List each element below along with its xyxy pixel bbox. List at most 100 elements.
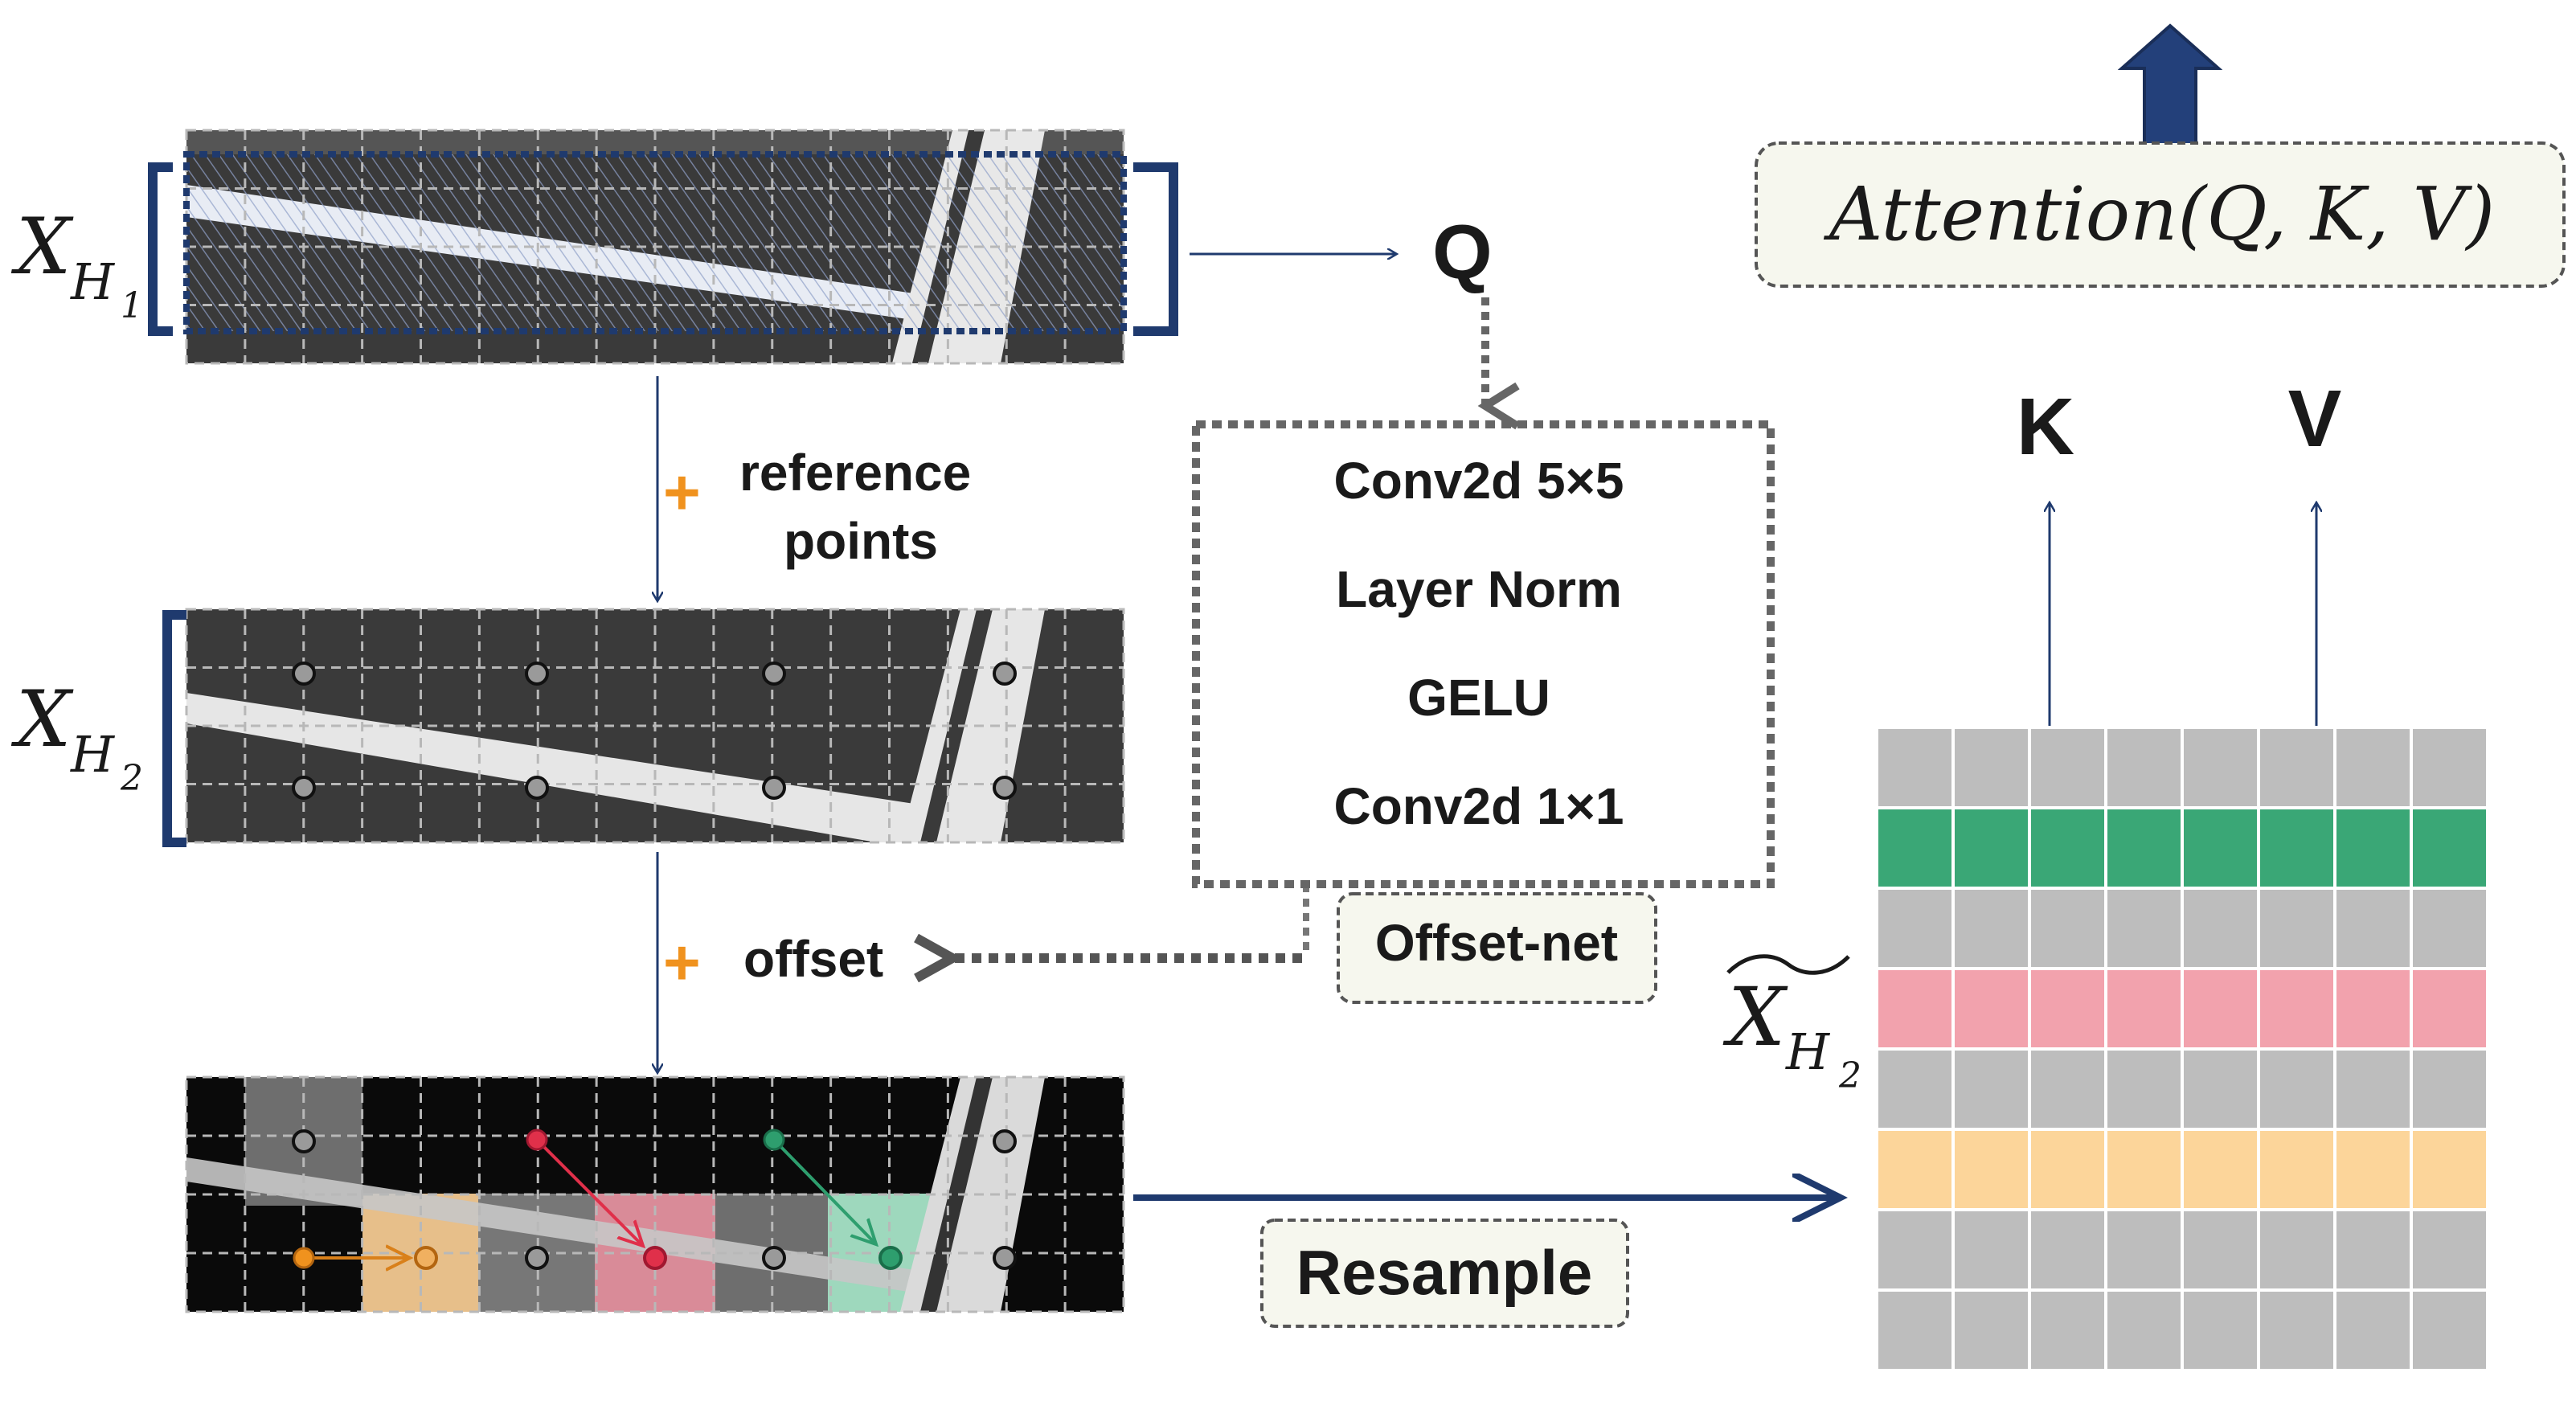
offset-net-label-box: Offset-net: [1337, 892, 1657, 1004]
token-cell: [1875, 1128, 1955, 1211]
k-label: K: [2017, 382, 2074, 472]
label-x-h2-tilde: X H 2: [1722, 954, 1861, 1096]
reference-point: [762, 662, 786, 686]
reference-point: [292, 662, 316, 686]
svg-text:H: H: [70, 725, 116, 784]
svg-text:X: X: [10, 202, 74, 292]
offset-end-red: [643, 1246, 667, 1270]
svg-text:H: H: [70, 252, 116, 311]
resample-box: Resample: [1260, 1219, 1629, 1328]
label-x-h1: X H 1: [10, 202, 143, 326]
token-cell: [2181, 726, 2260, 809]
token-cell: [1875, 1208, 1955, 1292]
token-cell: [2333, 967, 2413, 1051]
token-cell: [2410, 806, 2489, 890]
token-cell: [1875, 887, 1955, 970]
reference-points: [292, 662, 1017, 800]
token-cell: [2333, 1047, 2413, 1131]
plus-offset: +: [663, 927, 701, 998]
reference-point: [993, 662, 1017, 686]
token-cell: [2257, 726, 2336, 809]
token-cell: [2104, 967, 2184, 1051]
token-cell: [2104, 887, 2184, 970]
token-cell: [2181, 1128, 2260, 1211]
svg-text:Resample: Resample: [1296, 1237, 1593, 1308]
token-cell: [2257, 806, 2336, 890]
token-cell: [2104, 1288, 2184, 1372]
reference-label: reference: [739, 444, 971, 502]
token-cell: [2257, 967, 2336, 1051]
token-cell: [2181, 967, 2260, 1051]
token-cell: [2181, 806, 2260, 890]
token-cell: [2257, 1128, 2336, 1211]
reference-point: [292, 1129, 316, 1153]
token-cell: [2028, 726, 2107, 809]
bracket-left-x-h2: [162, 610, 186, 847]
token-cell: [2257, 1208, 2336, 1292]
token-cell: [1875, 967, 1955, 1051]
reference-point: [525, 776, 549, 800]
grid-x-h2: [185, 608, 1125, 844]
token-cell: [1951, 887, 2031, 970]
offset-net-box: Conv2d 5×5 Layer Norm GELU Conv2d 1×1: [1192, 420, 1775, 888]
svg-text:X: X: [1722, 970, 1788, 1064]
token-cell: [2333, 806, 2413, 890]
feature-map-x-h1: [183, 129, 1127, 365]
token-cell: [2257, 887, 2336, 970]
offset-arrow-red: [535, 1138, 643, 1246]
reference-point: [993, 1246, 1017, 1270]
attention-box: Attention(Q, K, V): [1755, 141, 2566, 288]
offset-net-layer-1: Conv2d 5×5: [1333, 452, 1624, 510]
label-x-h2: X H 2: [10, 674, 143, 799]
token-cell: [2181, 1288, 2260, 1372]
token-cell: [2410, 1208, 2489, 1292]
svg-text:Attention(Q, K, V): Attention(Q, K, V): [1823, 171, 2495, 257]
offset-net-layer-3: GELU: [1407, 669, 1550, 727]
svg-text:1: 1: [121, 285, 143, 326]
offset-net-layer-2: Layer Norm: [1336, 560, 1622, 618]
token-cell: [2028, 887, 2107, 970]
token-cell: [1951, 1208, 2031, 1292]
token-cell: [2333, 1288, 2413, 1372]
offset-net-layer-4: Conv2d 1×1: [1333, 777, 1624, 835]
plus-reference: +: [663, 457, 701, 528]
token-cell: [2410, 967, 2489, 1051]
token-cell: [2104, 726, 2184, 809]
token-cell: [1951, 806, 2031, 890]
bracket-left-x-h1: [148, 162, 173, 336]
token-cell: [2104, 806, 2184, 890]
token-cell: [2410, 1047, 2489, 1131]
token-cell: [2333, 726, 2413, 809]
token-cell: [2333, 1128, 2413, 1211]
offset-end-green: [878, 1246, 903, 1270]
token-cell: [2410, 726, 2489, 809]
svg-text:H: H: [1785, 1022, 1831, 1081]
reference-point: [762, 776, 786, 800]
offset-label: offset: [743, 930, 883, 988]
token-cell: [1875, 1288, 1955, 1372]
svg-text:Offset-net: Offset-net: [1375, 914, 1618, 972]
token-cell: [2028, 1208, 2107, 1292]
token-cell: [2028, 1047, 2107, 1131]
offset-points: [292, 1129, 1017, 1270]
reference-point: [762, 1246, 786, 1270]
token-cell: [2333, 1208, 2413, 1292]
bracket-right-x-h1: [1133, 162, 1178, 336]
attention-output-arrow: [2117, 23, 2223, 146]
reference-point: [993, 1129, 1017, 1153]
reference-point: [525, 1246, 549, 1270]
token-cell: [1951, 967, 2031, 1051]
feature-map-resampled: [185, 1075, 1125, 1313]
token-cell: [2410, 1128, 2489, 1211]
token-cell: [2410, 887, 2489, 970]
q-label: Q: [1432, 209, 1493, 295]
token-cell: [2104, 1047, 2184, 1131]
token-cell: [1875, 806, 1955, 890]
offset-start-red: [526, 1129, 548, 1151]
offset-start-green: [763, 1129, 785, 1151]
token-cell: [1951, 1288, 2031, 1372]
reference-point: [525, 662, 549, 686]
token-cell: [1951, 726, 2031, 809]
token-cell: [2028, 1128, 2107, 1211]
